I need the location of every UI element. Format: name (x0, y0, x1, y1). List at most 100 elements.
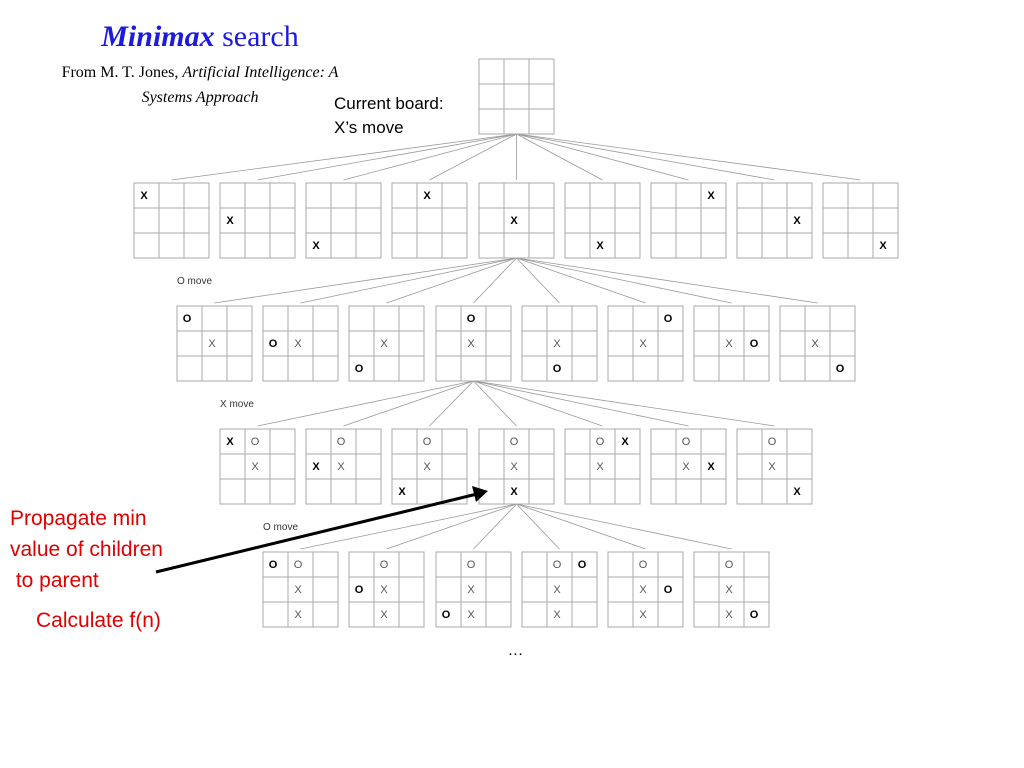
board-mark: X (707, 190, 715, 202)
board-mark: O (768, 436, 777, 448)
tree-edge (473, 257, 517, 304)
source-citation: From M. T. Jones, Artificial Intelligenc… (24, 60, 376, 110)
board-mark: X (140, 190, 148, 202)
board-mark: X (510, 486, 518, 498)
board-mark: X (312, 240, 320, 252)
tree-edge (516, 503, 646, 550)
propagate-line1: Propagate min (10, 507, 147, 530)
board-frame (693, 551, 770, 628)
current-board-line1: Current board: (334, 94, 444, 113)
propagate-line2: value of children (10, 538, 163, 561)
board-mark: X (294, 609, 302, 621)
board-mark: X (553, 584, 561, 596)
board-mark: X (510, 215, 518, 227)
board-mark: X (707, 461, 715, 473)
board-mark: X (337, 461, 345, 473)
board-frame (478, 182, 555, 259)
board-mark: X (294, 584, 302, 596)
board-frame (348, 305, 425, 382)
board-frame (521, 551, 598, 628)
arrowhead-icon (472, 486, 488, 502)
board-mark: X (596, 461, 604, 473)
board-mark: X (725, 609, 733, 621)
board-mark: O (467, 313, 476, 325)
board-mark: X (553, 338, 561, 350)
propagate-line3: to parent (10, 569, 99, 592)
board-mark: O (596, 436, 605, 448)
tree-edge (257, 380, 474, 427)
board-frame (607, 305, 684, 382)
current-board-line2: X’s move (334, 118, 404, 137)
board-mark: O (725, 559, 734, 571)
board-frame (262, 551, 339, 628)
board-mark: O (251, 436, 260, 448)
source-prefix: From M. T. Jones, (61, 64, 183, 81)
tree-edge (516, 133, 775, 181)
propagate-arrow (155, 492, 478, 574)
tree-edge (473, 380, 689, 427)
tree-edge (214, 257, 517, 304)
tree-edge (429, 380, 474, 427)
tree-edge (343, 380, 474, 427)
tree-edge (300, 257, 517, 304)
o-move-label-1: O move (177, 276, 213, 287)
board-frame (305, 428, 382, 505)
board-mark: X (639, 609, 647, 621)
board-mark: X (793, 215, 801, 227)
board-mark: O (355, 584, 364, 596)
board-mark: X (467, 584, 475, 596)
board-frame (521, 305, 598, 382)
slide-title: Minimax search (0, 20, 400, 54)
tree-edge (516, 503, 560, 550)
board-frame (435, 305, 512, 382)
board-mark: X (621, 436, 629, 448)
board-mark: O (337, 436, 346, 448)
board-mark: X (226, 436, 234, 448)
board-mark: X (510, 461, 518, 473)
board-mark: O (423, 436, 432, 448)
board-mark: X (553, 609, 561, 621)
board-mark: X (251, 461, 259, 473)
tree-edge (473, 380, 517, 427)
board-mark: X (682, 461, 690, 473)
tree-edge (386, 257, 517, 304)
board-mark: O (269, 559, 278, 571)
tree-edge (171, 133, 517, 181)
board-mark: O (578, 559, 587, 571)
board-frame (779, 305, 856, 382)
current-board-label: Current board: X’s move (334, 92, 444, 140)
board-mark: X (312, 461, 320, 473)
board-mark: X (811, 338, 819, 350)
board-mark: O (380, 559, 389, 571)
tree-edge (473, 503, 517, 550)
board-mark: X (725, 338, 733, 350)
board-frame (219, 428, 296, 505)
board-mark: O (553, 363, 562, 375)
board-frame (176, 305, 253, 382)
tree-edge (343, 133, 517, 181)
tree-edge (516, 257, 560, 304)
board-frame (607, 551, 684, 628)
board-frame (693, 305, 770, 382)
board-frame (650, 182, 727, 259)
tree-edge (516, 257, 732, 304)
board-mark: O (750, 338, 759, 350)
board-mark: O (836, 363, 845, 375)
board-mark: O (269, 338, 278, 350)
board-mark: X (467, 338, 475, 350)
board-mark: X (423, 190, 431, 202)
tree-edge (516, 257, 818, 304)
board-mark: X (639, 584, 647, 596)
board-mark: X (596, 240, 604, 252)
tree-edge (429, 133, 517, 181)
source-book-line2: Systems Approach (141, 89, 259, 106)
board-mark: X (208, 338, 216, 350)
board-frame (736, 182, 813, 259)
board-mark: X (725, 584, 733, 596)
tree-edge (516, 257, 646, 304)
board-frame (219, 182, 296, 259)
board-frame (262, 305, 339, 382)
title-rest: search (214, 20, 299, 53)
board-frame (822, 182, 899, 259)
